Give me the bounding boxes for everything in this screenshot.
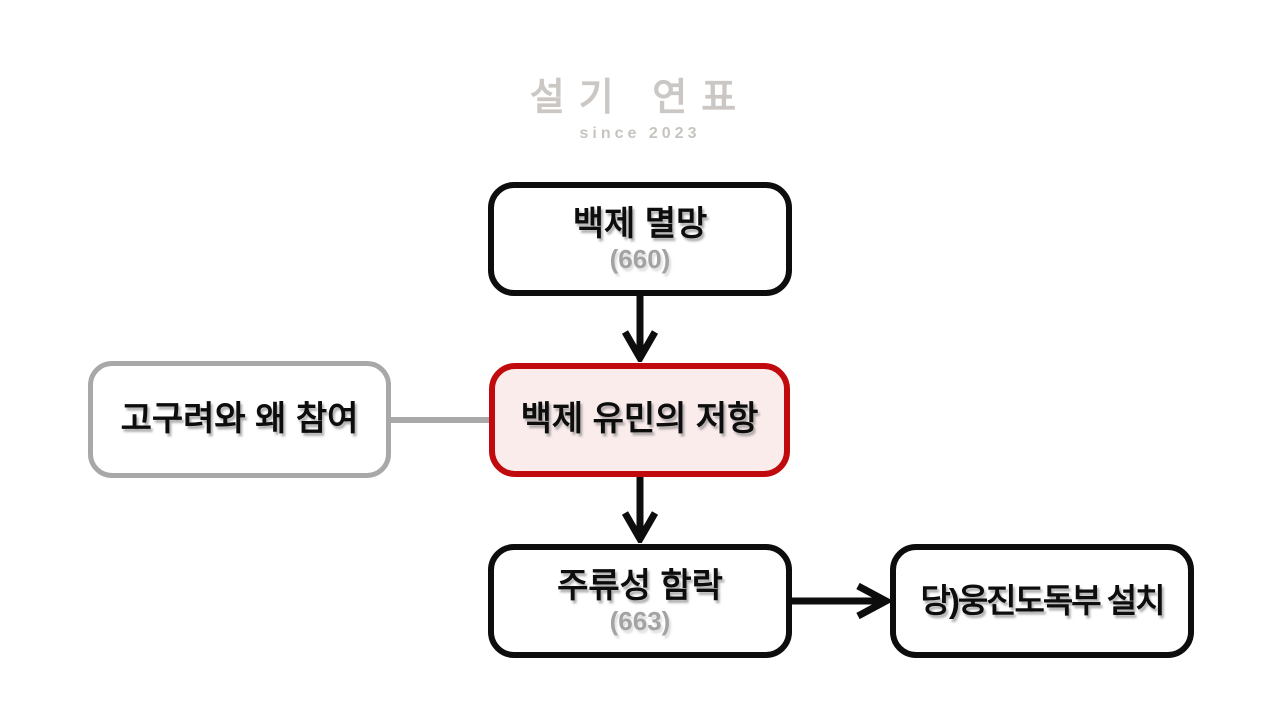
node-year: (663) xyxy=(609,605,671,636)
node-baekje-fall: 백제 멸망 (660) xyxy=(488,182,792,296)
arrow-right-icon xyxy=(792,582,890,620)
node-ungjin: 당)웅진도독부 설치 xyxy=(890,544,1194,658)
node-label: 주류성 함락 xyxy=(557,566,723,605)
arrow-down-icon xyxy=(621,296,659,362)
node-goguryeo-wae: 고구려와 왜 참여 xyxy=(88,361,391,478)
node-juryuseong: 주류성 함락 (663) xyxy=(488,544,792,658)
node-label: 백제 멸망 xyxy=(572,204,708,243)
node-label: 당)웅진도독부 설치 xyxy=(920,582,1165,620)
watermark-title: 설기 연표 xyxy=(529,77,751,119)
node-year: (660) xyxy=(609,243,671,274)
gray-connector-line xyxy=(391,417,489,423)
node-label: 백제 유민의 저항 xyxy=(520,400,759,439)
watermark-subtitle: since 2023 xyxy=(579,125,701,142)
node-resistance: 백제 유민의 저항 xyxy=(489,363,790,477)
node-label: 고구려와 왜 참여 xyxy=(120,399,359,438)
watermark: 설기 연표 since 2023 xyxy=(0,66,1280,143)
arrow-down-icon xyxy=(621,477,659,543)
